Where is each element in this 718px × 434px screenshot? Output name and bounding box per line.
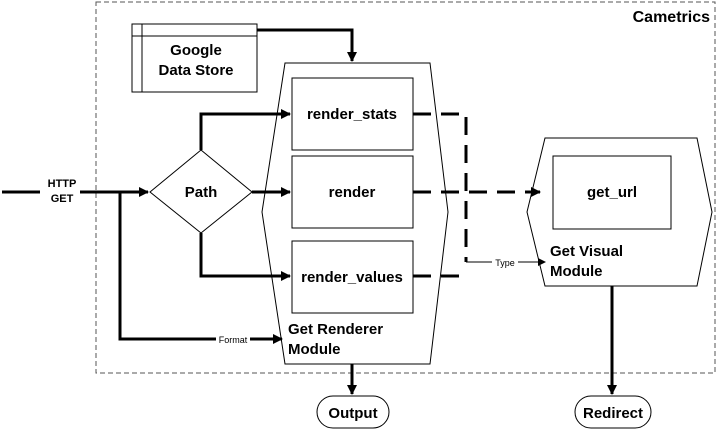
path-decision-node: Path bbox=[149, 149, 253, 234]
renderer-module-label-line1: Get Renderer bbox=[288, 321, 383, 338]
datastore-node: Google Data Store bbox=[131, 23, 258, 93]
render-stats-label: render_stats bbox=[307, 106, 397, 123]
path-decision-label: Path bbox=[185, 184, 218, 201]
visual-module-label-line2: Module bbox=[550, 263, 603, 280]
render-stats-dashed-edge bbox=[413, 112, 468, 262]
datastore-to-renderer-edge bbox=[257, 28, 357, 62]
datastore-label-line1: Google bbox=[170, 42, 222, 59]
path-to-render-values-edge bbox=[199, 233, 291, 281]
get-url-node bbox=[552, 155, 672, 230]
visual-module-node: get_url Get Visual Module bbox=[526, 137, 713, 287]
render-values-label: render_values bbox=[301, 269, 403, 286]
system-boundary bbox=[95, 1, 716, 374]
redirect-label: Redirect bbox=[583, 405, 643, 422]
format-label: Format bbox=[219, 335, 248, 345]
input-label-line2: GET bbox=[51, 193, 74, 205]
visual-module-label-line1: Get Visual bbox=[550, 243, 623, 260]
system-title: Cametrics bbox=[633, 9, 710, 26]
datastore-label-line2: Data Store bbox=[158, 62, 233, 79]
get-url-label: get_url bbox=[587, 184, 637, 201]
output-terminal: Output bbox=[316, 395, 390, 429]
render-values-node: render_values bbox=[291, 240, 414, 314]
path-to-render-stats-edge bbox=[199, 109, 291, 150]
input-label-line1: HTTP bbox=[48, 178, 77, 190]
renderer-module-label-line2: Module bbox=[288, 341, 341, 358]
render-stats-node: render_stats bbox=[291, 77, 414, 151]
redirect-terminal: Redirect bbox=[574, 395, 652, 429]
render-node: render bbox=[291, 155, 414, 229]
type-label-bg bbox=[492, 256, 518, 267]
output-label: Output bbox=[328, 405, 377, 422]
format-label-bg bbox=[216, 334, 250, 345]
render-label: render bbox=[329, 184, 376, 201]
type-label: Type bbox=[495, 258, 515, 268]
